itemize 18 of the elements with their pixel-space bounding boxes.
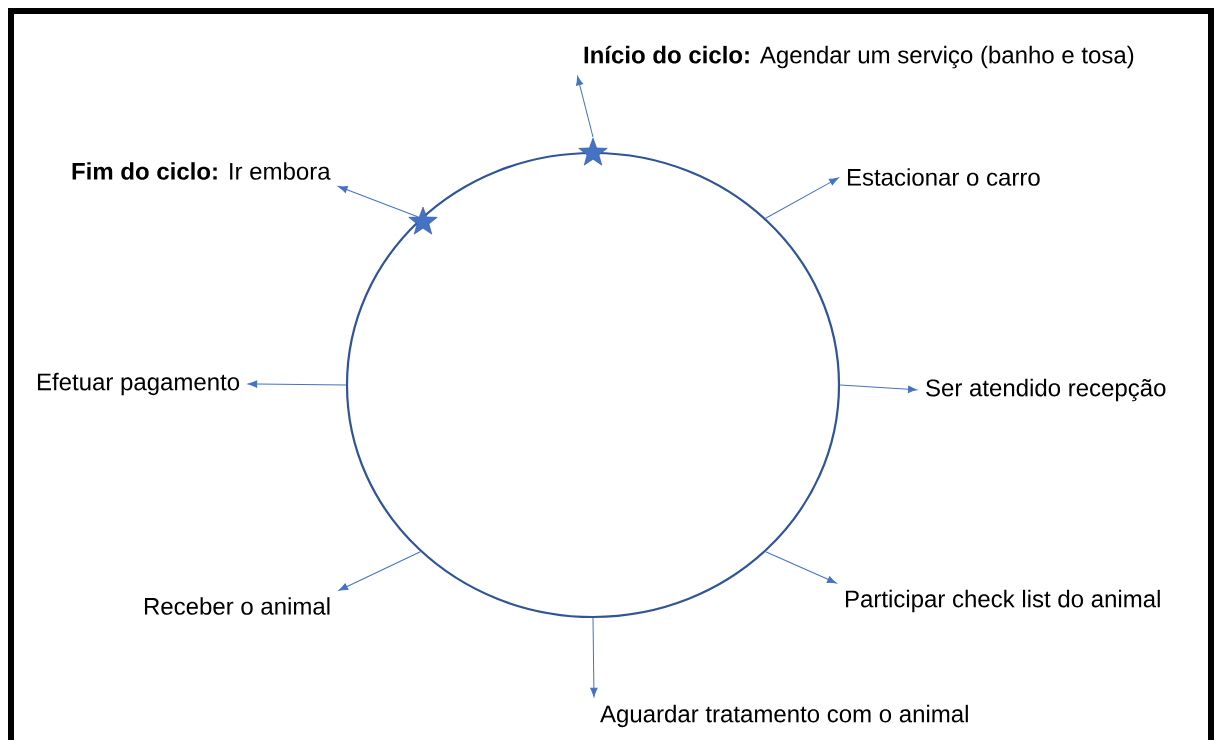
star-marker bbox=[578, 137, 608, 166]
arrow bbox=[839, 384, 918, 393]
step-label: Receber o animal bbox=[145, 597, 330, 615]
step-label: Início do ciclo: Agendar um serviço (banho e tosa) bbox=[584, 45, 1134, 69]
arrow bbox=[576, 75, 594, 138]
arrow bbox=[338, 186, 419, 218]
step-label: Participar check list do animal bbox=[846, 589, 1160, 613]
arrow bbox=[590, 617, 598, 698]
step-label: Ser atendido recepção bbox=[926, 378, 1166, 402]
step-label: Aguardar tratamento com o animal bbox=[600, 704, 968, 728]
step-label: Estacionar o carro bbox=[848, 168, 1040, 186]
arrow bbox=[765, 177, 839, 219]
arrow bbox=[765, 551, 837, 584]
step-label: Efetuar pagamento bbox=[38, 372, 240, 396]
arrow bbox=[247, 380, 347, 388]
arrow bbox=[338, 551, 421, 591]
step-label: Fim do ciclo: Ir embora bbox=[72, 162, 331, 180]
cycle-circle bbox=[345, 151, 841, 619]
